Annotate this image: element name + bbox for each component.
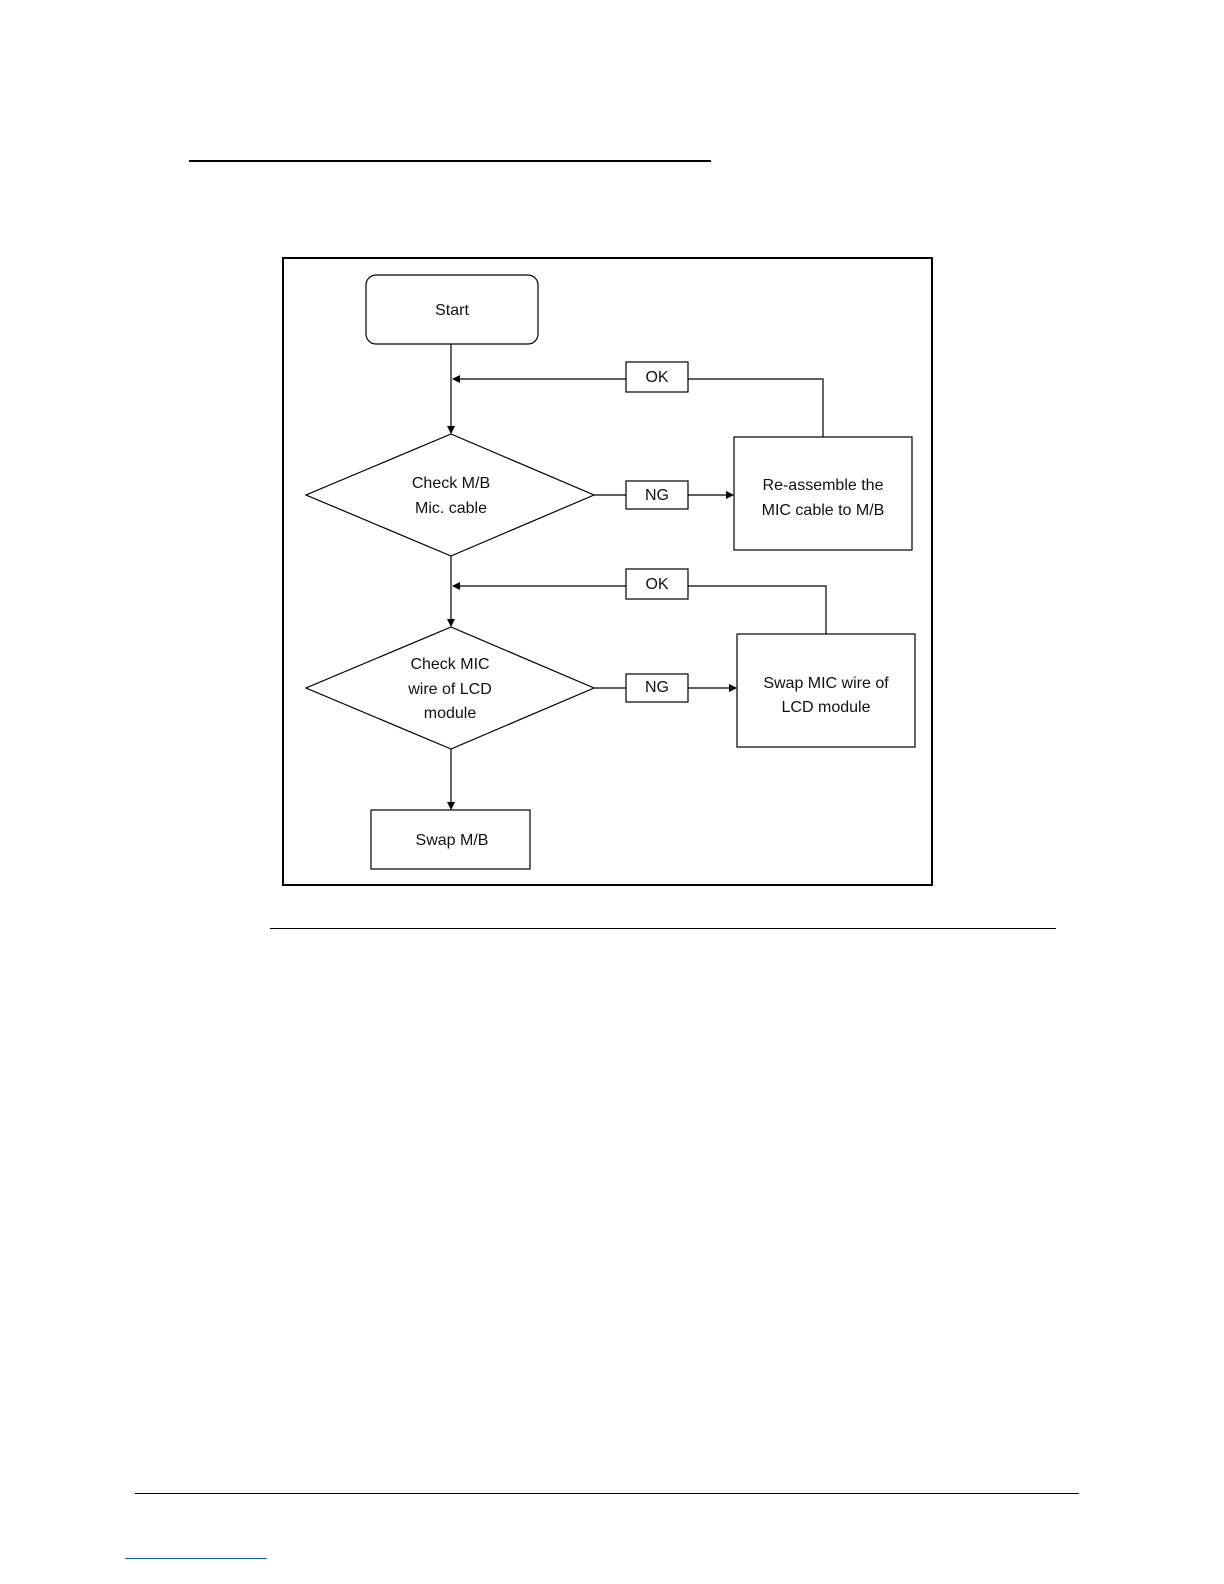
connector-reassemble-to-ok: [688, 379, 823, 437]
caption-rule: [270, 928, 1056, 929]
decision-check-mic-line-2: wire of LCD: [407, 681, 492, 698]
footer-link-underline: [125, 1558, 267, 1559]
ok-label-2: OK: [645, 576, 668, 593]
action-reassemble-line-1: Re-assemble the: [763, 477, 884, 494]
decision-check-mb-line-2: Mic. cable: [415, 500, 487, 517]
ng-label-1: NG: [645, 487, 669, 504]
decision-check-mb-line-1: Check M/B: [412, 475, 490, 492]
ok-label-1: OK: [645, 369, 668, 386]
action-reassemble-line-2: MIC cable to M/B: [762, 502, 885, 519]
decision-check-mic-line-1: Check MIC: [410, 656, 489, 673]
footer-rule: [135, 1493, 1079, 1494]
decision-check-mic-line-3: module: [424, 705, 477, 722]
ng-label-2: NG: [645, 679, 669, 696]
diagram-frame: [283, 258, 932, 885]
action-swap-mic-wire-line-1: Swap MIC wire of: [763, 675, 889, 692]
decision-check-mb-mic-cable: [306, 434, 594, 556]
end-node-label: Swap M/B: [416, 832, 489, 849]
connector-swap-mic-wire-to-ok: [688, 586, 826, 634]
start-node-label: Start: [435, 302, 469, 319]
action-swap-mic-wire-line-2: LCD module: [782, 699, 871, 716]
